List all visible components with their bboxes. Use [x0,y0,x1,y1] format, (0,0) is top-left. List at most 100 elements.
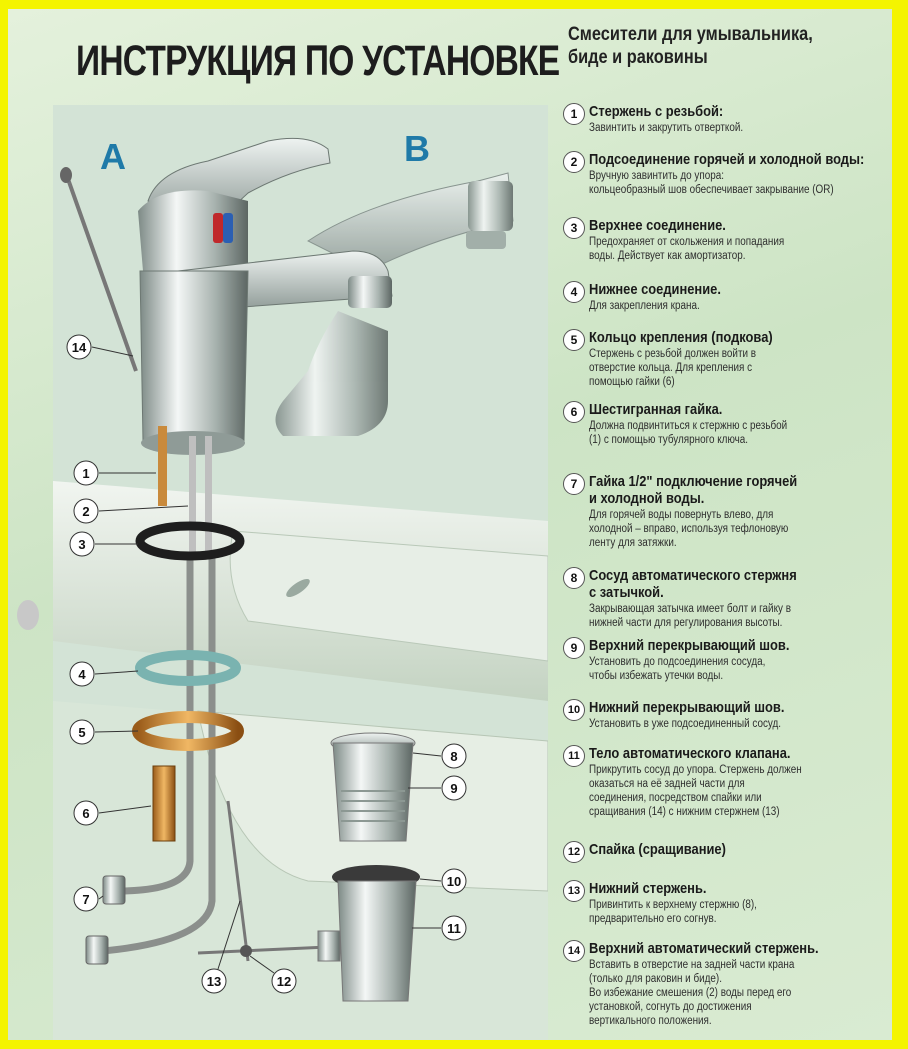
legend-item-title: Гайка 1/2" подключение горячей [589,473,798,490]
svg-text:4: 4 [78,667,86,682]
legend-item-title: Спайка (сращивание) [589,841,726,858]
svg-text:3: 3 [78,537,85,552]
legend-item-desc: Стержень с резьбой должен войти в [589,348,757,360]
legend-item-desc: Привинтить к верхнему стержню (8), [589,899,757,911]
legend-item-title: Кольцо крепления (подкова) [589,329,773,346]
subtitle-line-2: биде и раковины [568,47,708,68]
callout-9: 9 [408,775,467,801]
legend-item-title: Подсоединение горячей и холодной воды: [589,151,865,168]
svg-text:14: 14 [72,340,87,355]
svg-text:8: 8 [450,749,457,764]
svg-text:9: 9 [450,781,457,796]
legend-item-title: Нижнее соединение. [589,281,721,298]
legend-item-desc: нижней части для регулирования высоты. [589,617,783,629]
legend-item-desc: Установить до подсоединения сосуда, [589,656,766,668]
legend-item-number: 13 [563,880,585,902]
legend-item-number: 7 [563,473,585,495]
legend-item-desc: (только для раковин и биде). [589,973,722,985]
legend-item-desc: чтобы избежать утечки воды. [589,670,724,682]
legend-item-number: 10 [563,699,585,721]
legend-item-number: 6 [563,401,585,423]
legend-item-desc: холодной – вправо, используя тефлоновую [589,523,789,535]
view-label-b: B [404,128,430,169]
page-subtitle: Смесители для умывальника, биде и ракови… [568,23,843,69]
svg-text:11: 11 [447,921,461,936]
splice-joint [240,945,252,957]
legend-item-desc: Прикрутить сосуд до упора. Стержень долж… [589,764,802,776]
legend-item-title-cont: и холодной воды. [589,490,705,507]
callout-12: 12 [249,955,297,994]
legend-item-desc: воды. Действует как амортизатор. [589,250,746,262]
popup-rod-lower [226,800,250,962]
legend-item-title: Сосуд автоматического стержня [589,567,797,584]
callout-14: 14 [66,334,134,360]
callout-4: 4 [69,661,139,687]
callout-7: 7 [73,886,104,912]
svg-text:12: 12 [277,974,291,989]
legend-item-desc: ленту для затяжки. [589,537,677,549]
legend-item-desc: Закрывающая затычка имеет болт и гайку в [589,603,791,615]
legend-item-number: 3 [563,217,585,239]
callout-8: 8 [412,743,467,769]
legend-item-desc: кольцеобразный шов обеспечивает закрыван… [589,184,834,196]
hex-nut [152,765,176,842]
callout-3: 3 [69,531,138,557]
svg-text:7: 7 [82,892,89,907]
braided-hoses [102,556,216,955]
legend-item-desc: соединения, посредством спайки или [589,792,762,804]
legend-item-desc: установкой, согнуть до достижения [589,1001,752,1013]
instruction-sheet: ИНСТРУКЦИЯ ПО УСТАНОВКЕ Смесители для ум… [8,9,892,1040]
callout-10: 10 [419,868,467,894]
faucet-a [138,137,393,455]
legend-item-desc: сращивания (14) с нижним стержнем (13) [589,806,780,818]
legend-item-number: 2 [563,151,585,173]
callout-1: 1 [73,460,156,486]
legend-item-number: 5 [563,329,585,351]
legend-item-desc: отверстие кольца. Для крепления с [589,362,753,374]
legend-item-number: 9 [563,637,585,659]
hose-nuts [85,875,126,965]
legend-item-desc: Для горячей воды повернуть влево, для [589,509,774,521]
callouts: 14 1 2 3 4 5 6 7 8 9 10 11 12 13 [66,334,467,994]
legend-item-desc: Вставить в отверстие на задней части кра… [589,959,795,971]
callout-2: 2 [73,498,189,524]
svg-text:1: 1 [82,466,89,481]
legend-item-desc: Установить в уже подсоединенный сосуд. [589,718,782,730]
legend-item-desc: вертикального положения. [589,1015,712,1027]
faucet-assembly-illustration: A B [53,105,548,1040]
legend-item-title: Верхний перекрывающий шов. [589,637,790,654]
callout-5: 5 [69,719,139,745]
legend-item-number: 8 [563,567,585,589]
legend-item-title: Нижний стержень. [589,880,707,897]
drain-assembly [317,732,420,1002]
legend-item-number: 11 [563,745,585,767]
legend-item-desc: (1) с помощью тубулярного ключа. [589,434,749,446]
legend-item-number: 1 [563,103,585,125]
threaded-studs [158,426,212,556]
overflow-hole [286,578,310,598]
subtitle-line-1: Смесители для умывальника, [568,24,813,45]
legend-item-desc: Во избежание смешения (2) воды перед его [589,987,792,999]
svg-text:13: 13 [207,974,221,989]
svg-text:2: 2 [82,504,89,519]
page-title: ИНСТРУКЦИЯ ПО УСТАНОВКЕ [76,37,560,85]
legend-item-desc: оказаться на её задней части для [589,778,745,790]
svg-text:10: 10 [447,874,461,889]
legend-item-desc: помощью гайки (6) [589,376,675,388]
legend-item-desc: Вручную завинтить до упора: [589,170,724,182]
legend-item-desc: предварительно его согнув. [589,913,717,925]
legend-item-title: Нижний перекрывающий шов. [589,699,785,716]
legend-item-title: Верхнее соединение. [589,217,726,234]
binder-hole [17,600,39,630]
callout-13: 13 [201,900,241,994]
callout-6: 6 [73,800,152,826]
svg-text:6: 6 [82,806,89,821]
legend-item-desc: Для закрепления крана. [589,300,700,312]
legend-item-title-cont: с затычкой. [589,584,664,601]
legend-item-title: Верхний автоматический стержень. [589,940,819,957]
legend-item-number: 12 [563,841,585,863]
legend-item-number: 4 [563,281,585,303]
linkage-rod [197,945,329,955]
legend-item-desc: Должна подвинтиться к стержню с резьбой [589,420,788,432]
callout-11: 11 [412,915,467,941]
